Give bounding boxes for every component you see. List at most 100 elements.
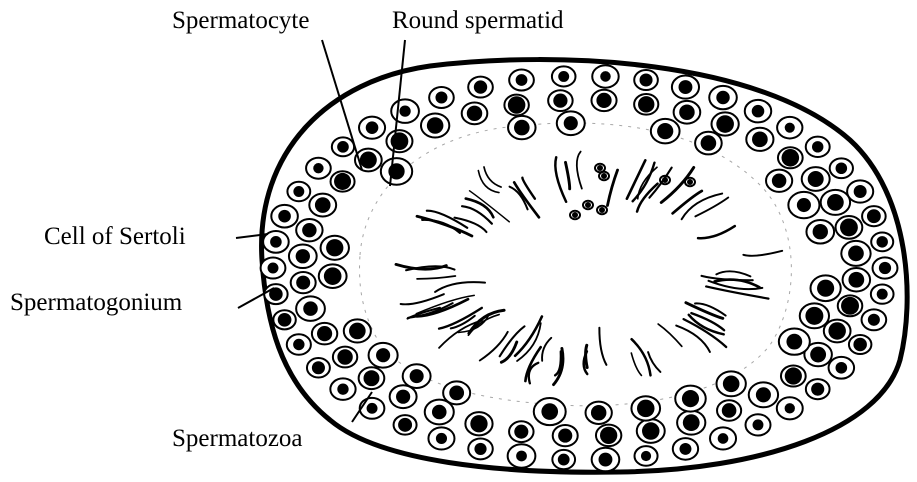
cell: [273, 310, 295, 329]
cell: [359, 117, 385, 139]
tubule-lumen-boundary: [360, 123, 792, 406]
cell: [330, 378, 355, 399]
cell: [287, 334, 311, 354]
cell: [381, 158, 412, 185]
cell: [333, 347, 357, 368]
cell: [465, 412, 492, 435]
cell: [841, 241, 870, 266]
cell: [394, 415, 417, 435]
cell: [634, 70, 658, 90]
cell: [306, 158, 331, 179]
sperm-tail: [470, 191, 510, 222]
label-round-spermatid: Round spermatid: [392, 8, 564, 33]
cell: [391, 99, 419, 123]
cell: [552, 450, 575, 469]
cell: [777, 397, 803, 419]
cell: [586, 402, 612, 424]
cell: [635, 446, 658, 466]
cell: [710, 427, 736, 449]
cell: [673, 438, 698, 460]
cell: [307, 358, 330, 377]
sperm-tail: [676, 326, 710, 352]
cell: [634, 94, 658, 115]
cell: [871, 284, 894, 303]
cell: [508, 444, 536, 468]
cell: [359, 367, 385, 389]
sperm-tail: [565, 162, 569, 188]
cell: [344, 319, 371, 342]
cell: [749, 382, 778, 407]
cell: [838, 295, 863, 316]
cell: [289, 244, 317, 268]
cell: [570, 211, 580, 220]
cell: [592, 65, 618, 87]
sperm-tail: [632, 339, 651, 375]
cell: [829, 357, 855, 379]
cell: [557, 111, 585, 135]
cell: [509, 421, 533, 442]
cell: [332, 137, 354, 156]
sperm-tail: [599, 328, 606, 365]
cell: [296, 296, 325, 320]
cell: [597, 206, 607, 215]
cell: [291, 272, 316, 293]
cell: [548, 90, 572, 111]
cell: [709, 86, 737, 109]
cell: [847, 180, 873, 202]
cell: [360, 398, 385, 419]
sperm-tail: [422, 220, 460, 233]
cell: [677, 411, 705, 435]
cell: [309, 194, 336, 217]
cell: [552, 66, 576, 86]
cell: [712, 112, 739, 135]
cell: [296, 219, 322, 241]
cell: [287, 182, 310, 201]
sperm-tail: [631, 353, 641, 375]
cell: [428, 427, 454, 449]
cell: [849, 335, 871, 354]
cell: [746, 128, 773, 151]
cell: [778, 147, 803, 168]
sperm-tail: [484, 167, 501, 187]
cell: [802, 167, 830, 191]
sperm-tail: [554, 348, 563, 384]
sperm-tail: [542, 338, 551, 361]
cell: [321, 236, 349, 260]
label-spermatogonium: Spermatogonium: [10, 290, 182, 315]
cell: [779, 328, 810, 354]
cell: [873, 257, 898, 278]
sperm-tail: [743, 251, 782, 256]
cell: [331, 171, 355, 191]
cell: [717, 400, 741, 421]
cell: [592, 448, 620, 471]
cell: [777, 117, 802, 139]
sperm-tail: [478, 171, 499, 193]
cell: [674, 101, 701, 124]
sperm-tail: [577, 152, 582, 189]
cell: [745, 100, 771, 123]
cell: [504, 95, 528, 116]
cell: [553, 425, 578, 446]
sperm-tail: [501, 342, 516, 362]
sperm-tail: [658, 324, 682, 346]
cell: [806, 220, 834, 244]
cell: [824, 320, 851, 343]
label-spermatozoa: Spermatozoa: [172, 426, 303, 451]
cell: [468, 77, 493, 98]
cell: [403, 364, 431, 388]
cell: [271, 205, 298, 228]
cell: [843, 268, 871, 291]
cell: [821, 190, 850, 215]
cell: [806, 379, 830, 399]
spermatozoa-tails: [396, 152, 782, 385]
cell: [862, 206, 886, 226]
sperm-tail: [627, 160, 645, 198]
epithelial-cells: [261, 65, 898, 471]
cell: [781, 365, 806, 386]
cell: [462, 102, 488, 124]
sperm-tail: [435, 282, 485, 292]
cell: [637, 419, 665, 443]
sperm-tail: [401, 294, 444, 304]
cell: [766, 170, 792, 192]
cell: [508, 116, 536, 139]
